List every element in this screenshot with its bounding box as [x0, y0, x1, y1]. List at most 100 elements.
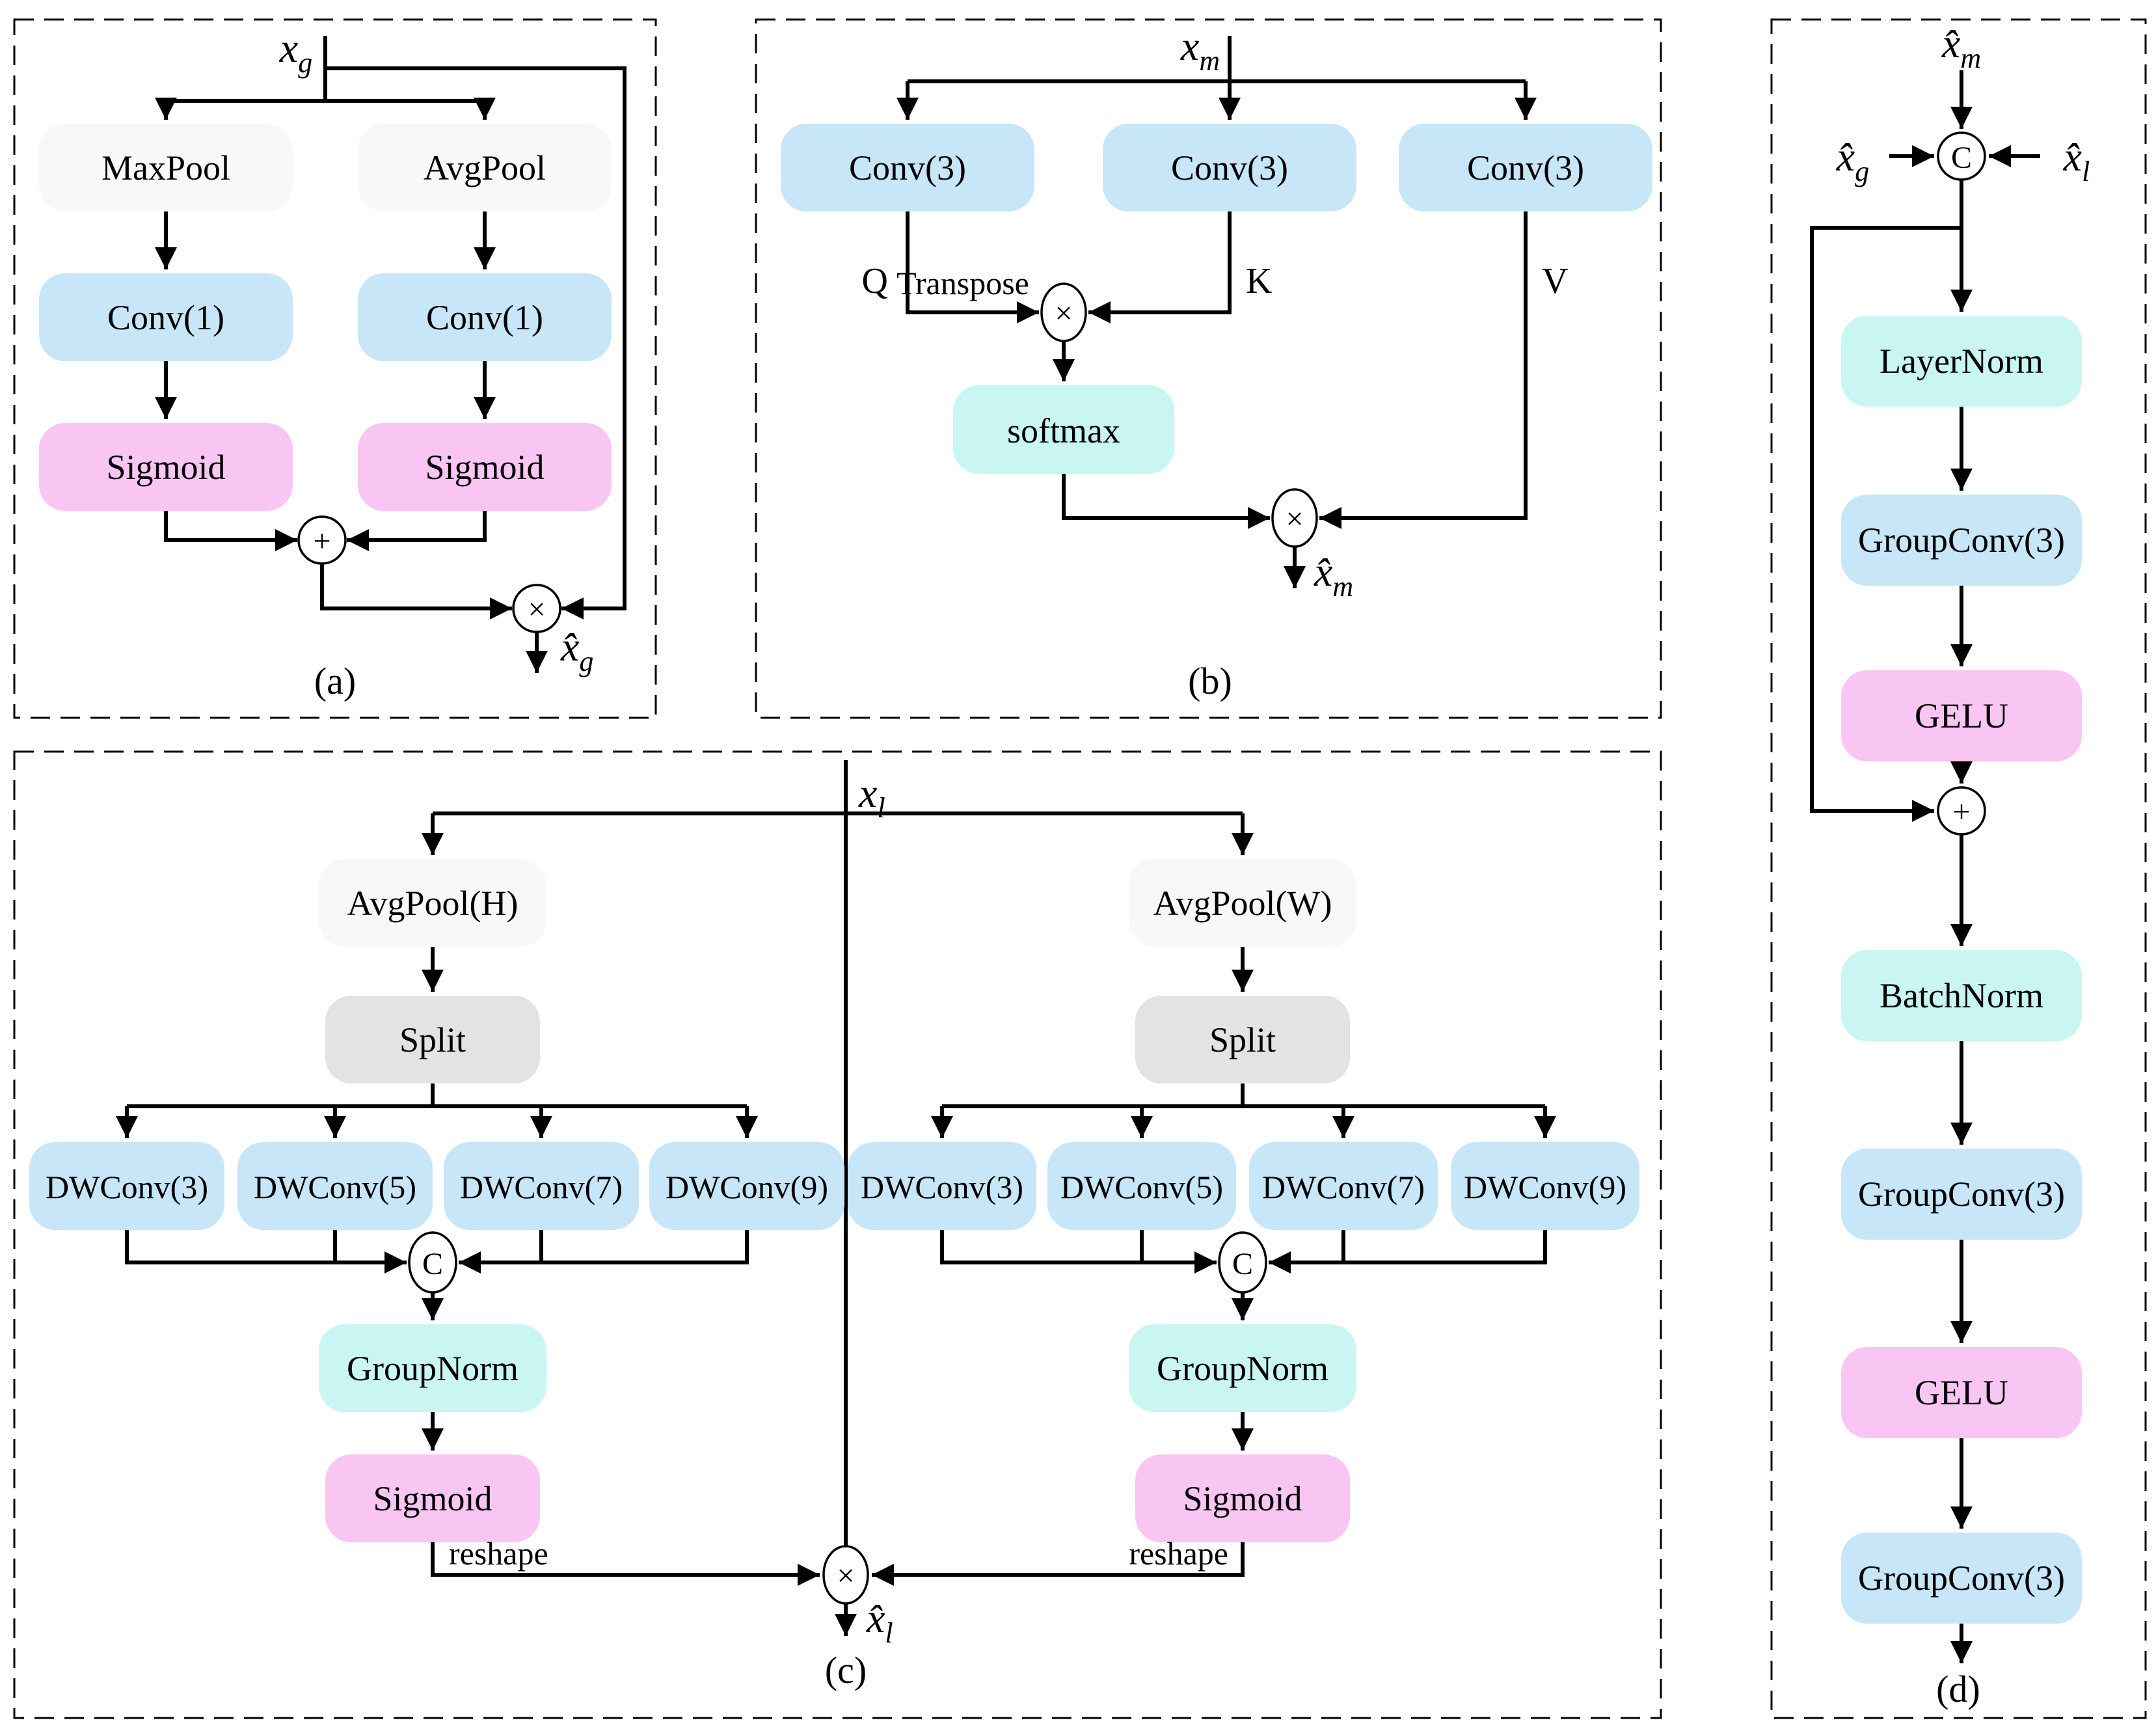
- avgpool-label: AvgPool(W): [1153, 884, 1332, 923]
- panel-a-edges: [155, 36, 627, 673]
- input-label-xg: xg: [279, 25, 312, 79]
- split-box: [1135, 996, 1350, 1084]
- node-avgpool-w: AvgPool(W): [1129, 859, 1356, 947]
- multiply-circle: [1040, 282, 1087, 342]
- node-maxpool: MaxPool: [39, 124, 293, 211]
- concat-operator-left: C: [408, 1231, 457, 1294]
- dwconv-label: DWConv(5): [254, 1169, 416, 1205]
- dwconv-label: DWConv(3): [861, 1169, 1023, 1205]
- node-sigmoid-right: Sigmoid: [1135, 1454, 1350, 1542]
- split-box: [325, 996, 540, 1084]
- maxpool-label: MaxPool: [101, 148, 230, 187]
- multiply-symbol: ×: [528, 592, 545, 627]
- node-dwconv-left-9: DWConv(9): [649, 1142, 844, 1230]
- avgpool-box: [319, 859, 546, 947]
- groupnorm-box: [1129, 1324, 1356, 1412]
- node-dwconv-right-3: DWConv(3): [848, 1142, 1036, 1230]
- k-edge: [1088, 211, 1232, 323]
- conv-box: [1103, 124, 1356, 211]
- layernorm-label: LayerNorm: [1880, 342, 2043, 381]
- panel-a: xg MaxPool AvgPool Conv(1): [13, 18, 657, 719]
- concat-circle: [408, 1231, 457, 1294]
- output-label-xm-hat: x̂m: [1314, 549, 1353, 603]
- identity-edge: [325, 66, 627, 620]
- add-circle: [1937, 786, 1986, 836]
- avgpool-box: [358, 124, 612, 211]
- dwconv-label: DWConv(7): [460, 1169, 623, 1205]
- panel-c-edges: [116, 760, 1556, 1636]
- node-conv3-k: Conv(3): [1103, 124, 1356, 211]
- flow-edge: [347, 511, 487, 551]
- flow-edge: [164, 511, 297, 551]
- conv-label: Conv(1): [107, 298, 224, 337]
- concat-edge: [125, 1230, 407, 1274]
- panel-b: xm Conv(3) Conv(3) Conv(3) Q K: [755, 18, 1662, 719]
- gelu-box: [1841, 670, 2082, 761]
- node-groupnorm-left: GroupNorm: [319, 1324, 546, 1412]
- output-label-xl-hat: x̂l: [866, 1595, 893, 1649]
- qk-multiply-operator: ×: [1040, 282, 1087, 342]
- dwconv-label: DWConv(9): [666, 1169, 828, 1205]
- node-avgpool: AvgPool: [358, 124, 612, 211]
- dwconv-box: [1249, 1142, 1438, 1230]
- avgpool-label: AvgPool(H): [347, 884, 519, 923]
- node-groupconv-2: GroupConv(3): [1841, 1149, 2082, 1240]
- reshape-edge: [431, 1542, 820, 1586]
- multiply-circle: [822, 1545, 869, 1605]
- node-groupconv-3: GroupConv(3): [1841, 1533, 2082, 1624]
- avgpool-box: [1129, 859, 1356, 947]
- groupconv-label: GroupConv(3): [1858, 521, 2065, 560]
- multiply-symbol: ×: [1286, 502, 1303, 536]
- concat-operator: C: [1937, 131, 1986, 181]
- dwconv-box: [237, 1142, 433, 1230]
- node-avgpool-h: AvgPool(H): [319, 859, 546, 947]
- node-batchnorm: BatchNorm: [1841, 950, 2082, 1041]
- q-label: Q: [862, 261, 888, 301]
- split-label: Split: [1209, 1020, 1276, 1059]
- node-split-right: Split: [1135, 996, 1350, 1084]
- add-circle: [297, 515, 347, 565]
- input-label-xg-hat: x̂g: [1836, 133, 1869, 187]
- concat-circle: [1218, 1231, 1267, 1294]
- node-gelu-2: GELU: [1841, 1347, 2082, 1438]
- conv-label: Conv(3): [1467, 148, 1584, 187]
- sigmoid-box: [358, 423, 612, 511]
- sigmoid-box: [1135, 1454, 1350, 1542]
- panel-b-border: [755, 18, 1662, 719]
- batchnorm-box: [1841, 950, 2082, 1041]
- add-operator: +: [1937, 786, 1986, 836]
- split-label: Split: [399, 1020, 466, 1059]
- node-split-left: Split: [325, 996, 540, 1084]
- node-sigmoid-right: Sigmoid: [358, 423, 612, 511]
- multiply-operator: ×: [512, 584, 561, 633]
- groupconv-box: [1841, 1149, 2082, 1240]
- panel-d-caption: (d): [1936, 1668, 1980, 1710]
- v-label: V: [1542, 261, 1568, 301]
- add-operator: +: [297, 515, 347, 565]
- panel-d-border: [1770, 18, 2147, 1719]
- panel-c-border: [13, 750, 1662, 1719]
- sigmoid-label: Sigmoid: [106, 448, 225, 487]
- add-symbol: +: [313, 524, 330, 558]
- conv-label: Conv(1): [426, 298, 543, 337]
- reshape-label-right: reshape: [1129, 1535, 1228, 1572]
- groupconv-box: [1841, 1533, 2082, 1624]
- concat-symbol: C: [1232, 1247, 1253, 1281]
- dwconv-box: [444, 1142, 639, 1230]
- dwconv-box: [649, 1142, 844, 1230]
- node-conv3-v: Conv(3): [1399, 124, 1652, 211]
- panel-c: xl: [13, 750, 1662, 1719]
- groupconv-box: [1841, 495, 2082, 586]
- input-label-xl-hat: x̂l: [2063, 133, 2090, 187]
- multiply-symbol: ×: [1055, 296, 1072, 331]
- reshape-edge: [872, 1542, 1245, 1586]
- gelu-label: GELU: [1915, 1373, 2008, 1412]
- multiply-symbol: ×: [837, 1559, 854, 1593]
- softmax-label: softmax: [1007, 411, 1120, 450]
- panel-d-edges: [1810, 70, 2040, 1663]
- sigmoid-box: [39, 423, 293, 511]
- dwconv-box: [1451, 1142, 1639, 1230]
- av-multiply-operator: ×: [1271, 488, 1318, 548]
- add-symbol: +: [1952, 795, 1970, 829]
- q-edge: [906, 211, 1039, 323]
